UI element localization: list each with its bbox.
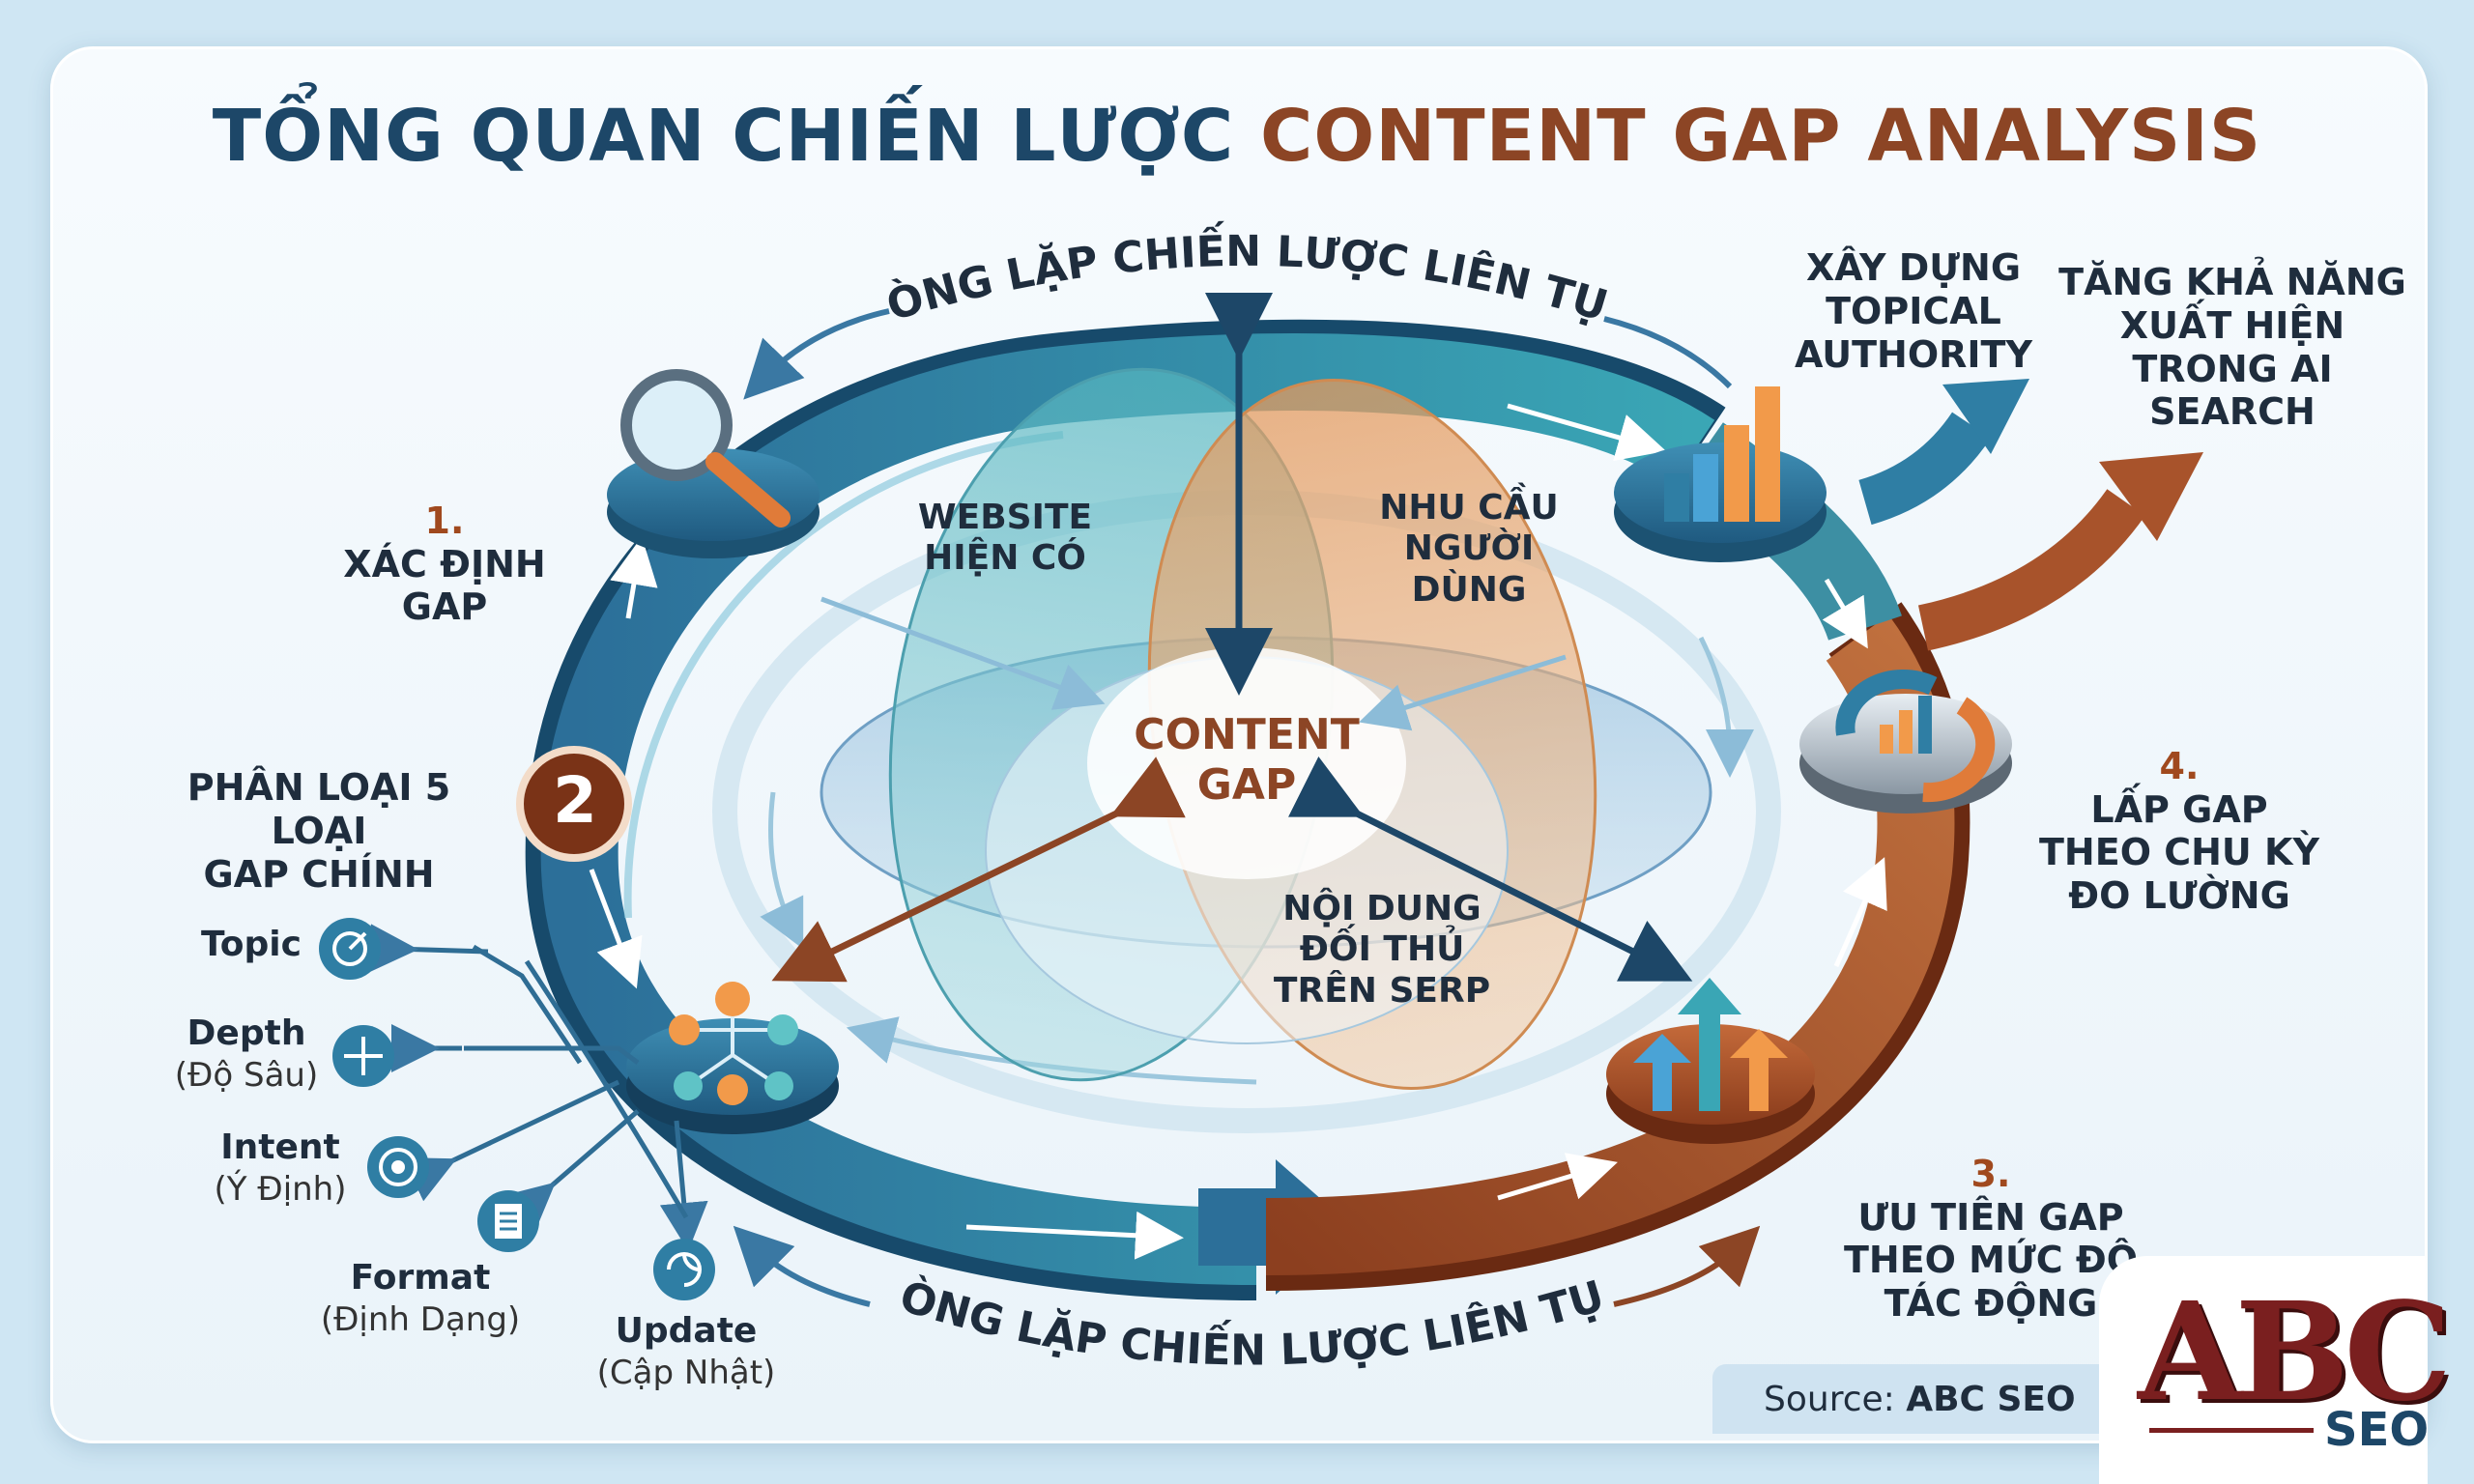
gap-type-intent-sub: (Ý Định)	[214, 1170, 347, 1209]
node-identify-gap	[607, 369, 820, 558]
venn-competitors-label: NỘI DUNG ĐỐI THỦ TRÊN SERP	[1273, 889, 1491, 1011]
step4-num: 4.	[2159, 744, 2200, 787]
arrow-left-diagonal	[771, 756, 1186, 983]
gap-type-update: Update (Cập Nhật)	[580, 1309, 792, 1394]
source-name: ABC SEO	[1906, 1380, 2076, 1419]
title-part2: CONTENT GAP ANALYSIS	[1260, 95, 2262, 178]
step1-num: 1.	[424, 499, 465, 542]
loop-arrow-top-right	[1603, 316, 1733, 389]
loop-arrow-bottom-left	[733, 1225, 871, 1307]
outcome-arrow-ai-search	[1917, 488, 2145, 651]
intent-bullseye-icon	[367, 1136, 429, 1198]
page-title: TỔNG QUAN CHIẾN LƯỢC CONTENT GAP ANALYSI…	[0, 95, 2474, 178]
node-prioritize-arrows	[1606, 978, 1815, 1144]
priority-arrows-icon	[1633, 978, 1788, 1111]
step4-label: 4. LẤP GAP THEO CHU KỲ ĐO LƯỜNG	[2034, 701, 2324, 918]
step3-label: 3. ƯU TIÊN GAP THEO MỨC ĐỘ TÁC ĐỘNG	[1831, 1109, 2150, 1326]
gap-type-topic-name: Topic	[201, 925, 302, 964]
topic-target-icon	[319, 918, 381, 980]
outcome-ai-search-label: TĂNG KHẢ NĂNG XUẤT HIỆN TRONG AI SEARCH	[2058, 261, 2406, 434]
step2-num: 2	[553, 763, 597, 838]
step4-text: LẤP GAP THEO CHU KỲ ĐO LƯỜNG	[2039, 787, 2319, 918]
arrow-right-diagonal	[1288, 756, 1693, 982]
ring-blue-segment	[540, 333, 1715, 1285]
gap-type-update-sub: (Cập Nhật)	[596, 1354, 776, 1392]
gap-type-connectors	[369, 924, 708, 1251]
depth-arrows-icon	[332, 1025, 394, 1087]
venn-center-label: CONTENT GAP	[1134, 710, 1360, 810]
title-part1: TỔNG QUAN CHIẾN LƯỢC	[212, 95, 1235, 178]
network-icon	[669, 982, 798, 1105]
gap-type-update-name: Update	[615, 1311, 758, 1351]
gap-type-intent-name: Intent	[220, 1127, 340, 1167]
loop-arrow-top-left	[743, 308, 890, 400]
outcome-authority-label: XÂY DỰNG TOPICAL AUTHORITY	[1795, 246, 2032, 376]
gap-type-depth-sub: (Độ Sâu)	[174, 1056, 319, 1095]
magnifier-icon	[620, 369, 733, 481]
venn-website-label: WEBSITE HIỆN CÓ	[917, 498, 1093, 579]
loop-arrow-bottom-right	[1613, 1225, 1761, 1307]
step1-label: 1. XÁC ĐỊNH GAP	[309, 456, 580, 629]
source-panel	[1712, 1364, 2099, 1434]
venn-user-needs-label: NHU CẦU NGƯỜI DÙNG	[1379, 488, 1559, 610]
node-network	[626, 982, 839, 1134]
logo-seo: SEO	[2324, 1403, 2430, 1457]
outcome-arrow-authority	[1857, 412, 1991, 526]
gap-icons	[319, 918, 715, 1300]
gap-type-format-sub: (Định Dạng)	[320, 1300, 521, 1339]
node-authority-chart	[1614, 386, 1827, 562]
source-credit: Source: ABC SEO	[1764, 1380, 2076, 1419]
logo-divider	[2149, 1428, 2314, 1433]
update-refresh-icon	[653, 1239, 715, 1300]
source-label: Source:	[1764, 1380, 1895, 1419]
cycle-chart-icon	[1835, 670, 1996, 803]
step3-num: 3.	[1971, 1152, 2011, 1195]
logo-panel	[2099, 1256, 2428, 1484]
gap-type-format-name: Format	[350, 1258, 491, 1298]
gap-type-intent: Intent (Ý Định)	[184, 1126, 377, 1211]
step1-text: XÁC ĐỊNH GAP	[343, 542, 546, 629]
bar-chart-icon	[1664, 386, 1780, 522]
gap-type-format: Format (Định Dạng)	[295, 1256, 546, 1341]
step2-text: PHÂN LOẠI 5 LOẠI GAP CHÍNH	[187, 766, 451, 896]
format-document-icon	[477, 1190, 539, 1252]
node-classify-badge	[516, 746, 632, 862]
gap-type-topic: Topic	[169, 923, 333, 966]
step3-text: ƯU TIÊN GAP THEO MỨC ĐỘ TÁC ĐỘNG	[1843, 1195, 2139, 1326]
gap-type-depth: Depth (Độ Sâu)	[150, 1012, 343, 1097]
logo-abc: ABC	[2138, 1273, 2452, 1432]
node-fill-gap-cycle	[1799, 670, 2012, 813]
gap-type-depth-name: Depth	[187, 1013, 306, 1053]
